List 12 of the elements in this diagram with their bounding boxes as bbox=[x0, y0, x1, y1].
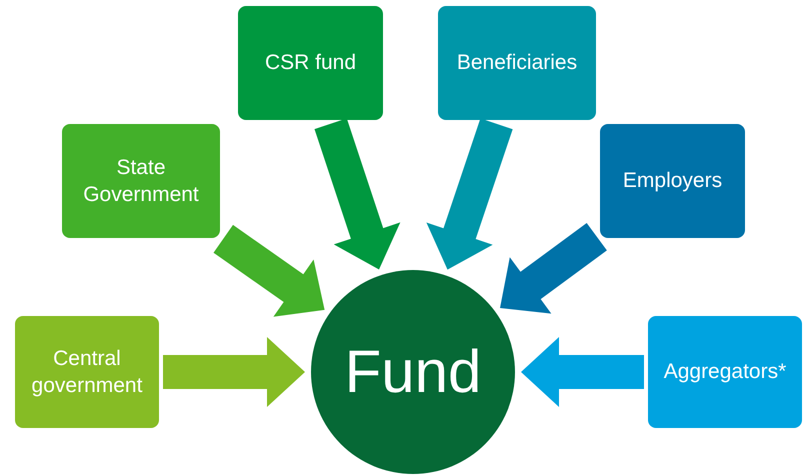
source-box: CSR fund bbox=[238, 6, 383, 120]
source-box: Beneficiaries bbox=[438, 6, 596, 120]
source-box: Aggregators* bbox=[648, 316, 802, 428]
block-arrow bbox=[500, 223, 607, 314]
source-box: State Government bbox=[62, 124, 220, 238]
block-arrow bbox=[163, 337, 305, 407]
block-arrow bbox=[426, 118, 513, 270]
source-box: Central government bbox=[15, 316, 159, 428]
block-arrow bbox=[521, 337, 644, 407]
block-arrow bbox=[214, 224, 325, 317]
block-arrow bbox=[314, 118, 400, 270]
source-box: Employers bbox=[600, 124, 745, 238]
